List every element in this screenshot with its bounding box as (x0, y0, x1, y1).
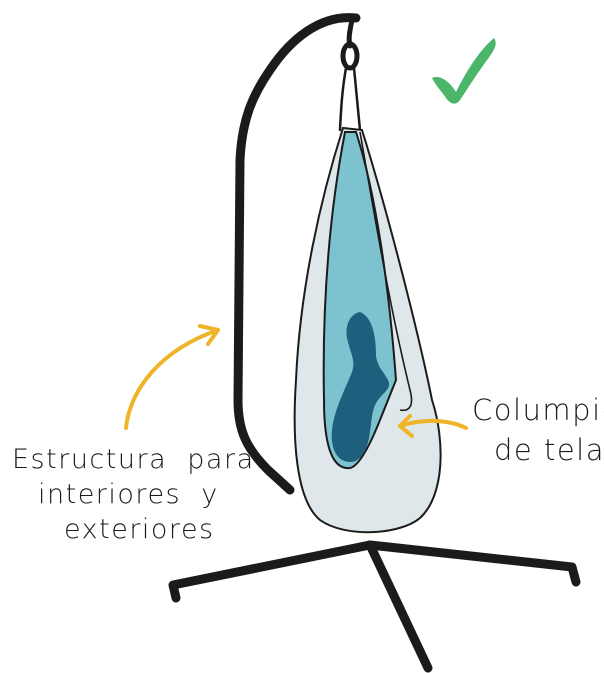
check-icon (432, 38, 496, 104)
structure-label: Estructura para interiores y exteriores (12, 444, 255, 545)
stand-base-left (173, 545, 370, 598)
structure-label-line-3: exteriores (64, 514, 215, 545)
swing-label: Columpio de tela (472, 393, 604, 467)
rope-right (354, 68, 360, 130)
structure-label-line-1: Estructura para (12, 444, 255, 475)
structure-label-line-2: interiores y (38, 479, 219, 510)
hanging-hook (340, 20, 360, 130)
swing-label-line-2: de tela (494, 433, 604, 467)
arrow-to-structure (126, 330, 218, 428)
stand-base-right (370, 545, 576, 582)
fabric-swing (295, 128, 441, 532)
swing-label-line-1: Columpio (472, 393, 604, 427)
rope-left (340, 68, 346, 130)
stand-base-front (370, 545, 428, 668)
